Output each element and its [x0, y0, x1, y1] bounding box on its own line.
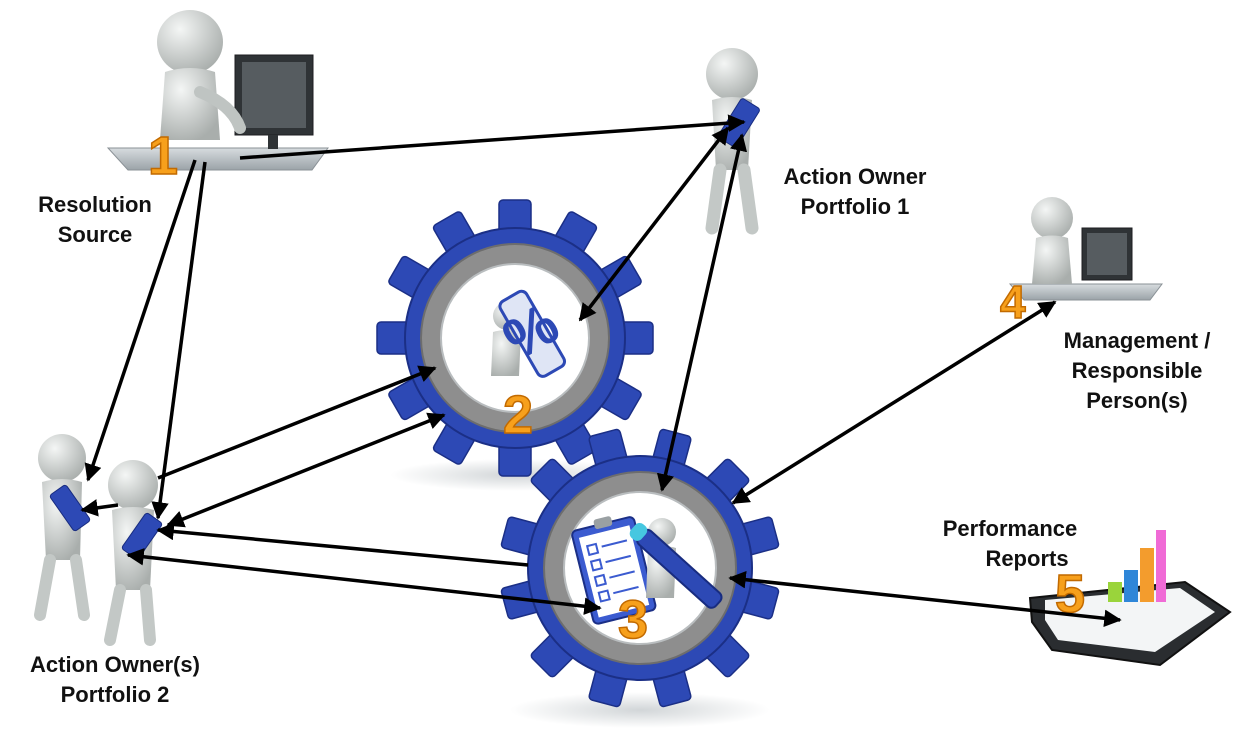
gear-2-node: % 2 [376, 199, 654, 491]
desk-shape [1008, 283, 1163, 301]
person-arm [194, 86, 246, 134]
person-legs [104, 584, 156, 646]
arrow-owner2-gear2a [157, 365, 437, 480]
label-action-owner-2: Action Owner(s) Portfolio 2 [0, 650, 230, 710]
person-legs [34, 554, 90, 621]
label-line: Portfolio 2 [60, 682, 170, 707]
connections [80, 114, 1122, 628]
arrow-gear3-owner2a [156, 522, 529, 567]
management-node: 4 [999, 197, 1163, 329]
label-line: Action Owner(s) [30, 652, 200, 677]
person-head [157, 10, 223, 74]
arrow-owner2-gear3 [126, 548, 602, 615]
person-head [706, 48, 758, 100]
number-badge-4: 4 [1000, 276, 1026, 328]
arrow-gear3-reports [728, 570, 1122, 628]
arrow-gear3-management [731, 300, 1057, 505]
label-line: Source [57, 222, 133, 247]
label-line: Responsible [1071, 358, 1203, 383]
arrow-1-to-owner2b [151, 161, 207, 520]
monitor-stand [268, 135, 278, 149]
label-line: Management / [1063, 328, 1211, 353]
tablet-icon [49, 484, 91, 532]
person-head [1031, 197, 1073, 239]
resolution-source-node: 1 [106, 10, 329, 187]
desk-shape [106, 147, 329, 171]
person-head [108, 460, 158, 510]
gear-shadow [510, 692, 770, 728]
label-resolution-source: Resolution Source [20, 190, 170, 250]
person-head [38, 434, 86, 482]
arrow-owner1-gear3 [656, 133, 748, 492]
bar-chart-icon [1108, 530, 1166, 602]
label-line: Reports [985, 546, 1069, 571]
arrow-owner2-link [80, 499, 119, 517]
gear-3-node: 3 [500, 428, 780, 728]
action-owner-1-node [705, 48, 760, 235]
label-performance-reports: Performance Reports [920, 514, 1100, 574]
person-body [1032, 235, 1072, 284]
label-line: Resolution [38, 192, 152, 217]
action-owner-2-node [34, 434, 163, 646]
number-badge-1: 1 [148, 126, 178, 186]
label-action-owner-1: Action Owner Portfolio 1 [760, 162, 950, 222]
arrow-1-to-owner2a [84, 159, 197, 482]
number-badge-2: 2 [503, 385, 533, 445]
label-management: Management / Responsible Person(s) [1042, 326, 1232, 416]
label-line: Portfolio 1 [800, 194, 910, 219]
person-body [491, 330, 521, 376]
percent-panel [498, 289, 567, 378]
monitor-screen [1087, 233, 1127, 275]
monitor-screen [242, 62, 306, 128]
number-badge-3: 3 [618, 590, 648, 650]
label-line: Person(s) [1086, 388, 1188, 413]
label-line: Performance [942, 516, 1078, 541]
arrow-owner2-gear2b [166, 412, 446, 528]
label-line: Action Owner [783, 164, 927, 189]
arrow-1-to-owner1 [239, 114, 746, 160]
person-body [160, 68, 220, 140]
pencil-icon [629, 523, 723, 609]
